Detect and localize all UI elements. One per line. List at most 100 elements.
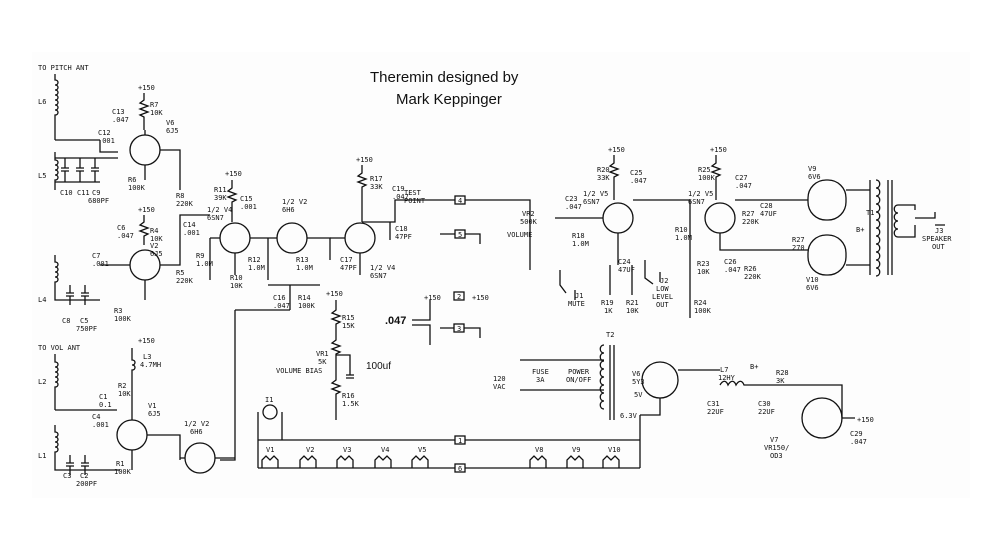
c6-value: .047 [117, 232, 134, 240]
conn-3-label: 3 [457, 325, 461, 333]
v2h-type: 6H6 [282, 206, 295, 214]
v2-diode [276, 222, 308, 254]
v6-type: 6J5 [166, 127, 179, 135]
c19-value: .047 [392, 193, 409, 201]
test-point-label: TEST [404, 189, 422, 197]
v7-label: V7 [770, 436, 778, 444]
power-switch-state: ON/OFF [566, 376, 591, 384]
5v-label: 5V [634, 391, 643, 399]
r12-value: 1.0M [248, 264, 265, 272]
r24-label: R24 [694, 299, 707, 307]
v4a-type: 6SN7 [207, 214, 224, 222]
l3-value: 4.7MH [140, 361, 161, 369]
c17-label: C17 [340, 256, 353, 264]
heater-bus: I1 1 6 V1 V2 V3 V4 V5 V8 V9 V10 [257, 396, 641, 473]
plus150-2: +150 [138, 206, 155, 214]
63v-label: 6.3V [620, 412, 638, 420]
vr2-label: VR2 [522, 210, 535, 218]
l5-label: L5 [38, 172, 46, 180]
j1-jack [559, 270, 576, 300]
plus150-3: +150 [225, 170, 242, 178]
c6-label: C6 [117, 224, 125, 232]
c11-label: C11 [77, 189, 90, 197]
r26-label: R26 [744, 265, 757, 273]
c14-label: C14 [183, 221, 196, 229]
output-stage: V9 6V6 V10 6V6 T1 B+ J3 SPEAKER OUT [790, 165, 952, 292]
v4b-tube [344, 222, 376, 254]
plus150-11: +150 [138, 337, 155, 345]
i1-lamp [262, 404, 278, 420]
c16-label: C16 [273, 294, 286, 302]
power-supply: T2 FUSE 3A POWER ON/OFF 120 VAC V6 5Y3 5… [493, 331, 874, 460]
output-wires [790, 180, 871, 275]
heater-filaments [261, 455, 620, 468]
cap-100uf-label: 100uf [366, 361, 391, 372]
heater-v10: V10 [608, 446, 621, 454]
c8-label: C8 [62, 317, 70, 325]
conn-1 [454, 435, 466, 445]
conn-1-label: 1 [458, 437, 462, 445]
v10-label: V10 [806, 276, 819, 284]
l1-caps [66, 455, 89, 475]
v4b-wires [330, 199, 455, 275]
r10-label: R10 [230, 274, 243, 282]
heater-v9: V9 [572, 446, 580, 454]
j2-line-4: OUT [656, 301, 669, 309]
v1-tube [116, 419, 148, 451]
plus150-4: +150 [356, 156, 373, 164]
c7-label: C7 [92, 252, 100, 260]
vr1-label: VR1 [316, 350, 329, 358]
r27c-label: R27 [792, 236, 805, 244]
r8-value: 220K [176, 200, 194, 208]
c14-value: .001 [183, 229, 200, 237]
v4-output-stage: +150 R17 33K C19 .047 TEST POINT C18 47P… [276, 156, 489, 420]
mains-wires [520, 359, 604, 391]
plus150-10: +150 [857, 416, 874, 424]
j3-line-3: OUT [932, 243, 945, 251]
v7-regulator [801, 397, 843, 439]
to-pitch-ant-label: TO PITCH ANT [38, 64, 89, 72]
l4-label: L4 [38, 296, 46, 304]
c7-value: .001 [92, 260, 109, 268]
vr2-function: VOLUME [507, 231, 532, 239]
c26-label: C26 [724, 258, 737, 266]
r25-label: R25 [698, 166, 711, 174]
t2-core [609, 345, 615, 420]
rectifier-wires [640, 369, 720, 416]
speaker-jack [915, 212, 945, 226]
r12-label: R12 [248, 256, 261, 264]
r17-resistor [356, 165, 368, 222]
l1-label: L1 [38, 452, 46, 460]
fuse-rating: 3A [536, 376, 545, 384]
heater-v8: V8 [535, 446, 543, 454]
v5a-type: 6SN7 [583, 198, 600, 206]
c17-value: 47PF [340, 264, 357, 272]
r13-value: 1.0M [296, 264, 313, 272]
c15-value: .001 [240, 203, 257, 211]
c23-label: C23 [565, 195, 578, 203]
to-vol-ant-label: TO VOL ANT [38, 344, 81, 352]
t1-primary [875, 179, 881, 277]
c9-label: C9 [92, 189, 100, 197]
v2-wires [100, 214, 210, 300]
v2-type: 6J5 [150, 250, 163, 258]
l3-label: L3 [143, 353, 151, 361]
c25-label: C25 [630, 169, 643, 177]
r21-label: R21 [626, 299, 639, 307]
r6-label: R6 [128, 176, 136, 184]
volume-bias-label: VOLUME BIAS [276, 367, 322, 375]
conn-2 [453, 291, 465, 301]
r10b-value: 1.0M [675, 234, 692, 242]
r26-value: 220K [744, 273, 762, 281]
r16-value: 1.5K [342, 400, 360, 408]
vr1-value: 5K [318, 358, 327, 366]
r5-label: R5 [176, 269, 184, 277]
v5a-wires [555, 199, 690, 265]
l4-coil [54, 255, 100, 301]
v5a-label: 1/2 V5 [583, 190, 608, 198]
c10-label: C10 [60, 189, 73, 197]
detector-bus [220, 284, 320, 461]
r18-label: R18 [572, 232, 585, 240]
c12-value: .001 [98, 137, 115, 145]
j2-line-3: LEVEL [652, 293, 673, 301]
